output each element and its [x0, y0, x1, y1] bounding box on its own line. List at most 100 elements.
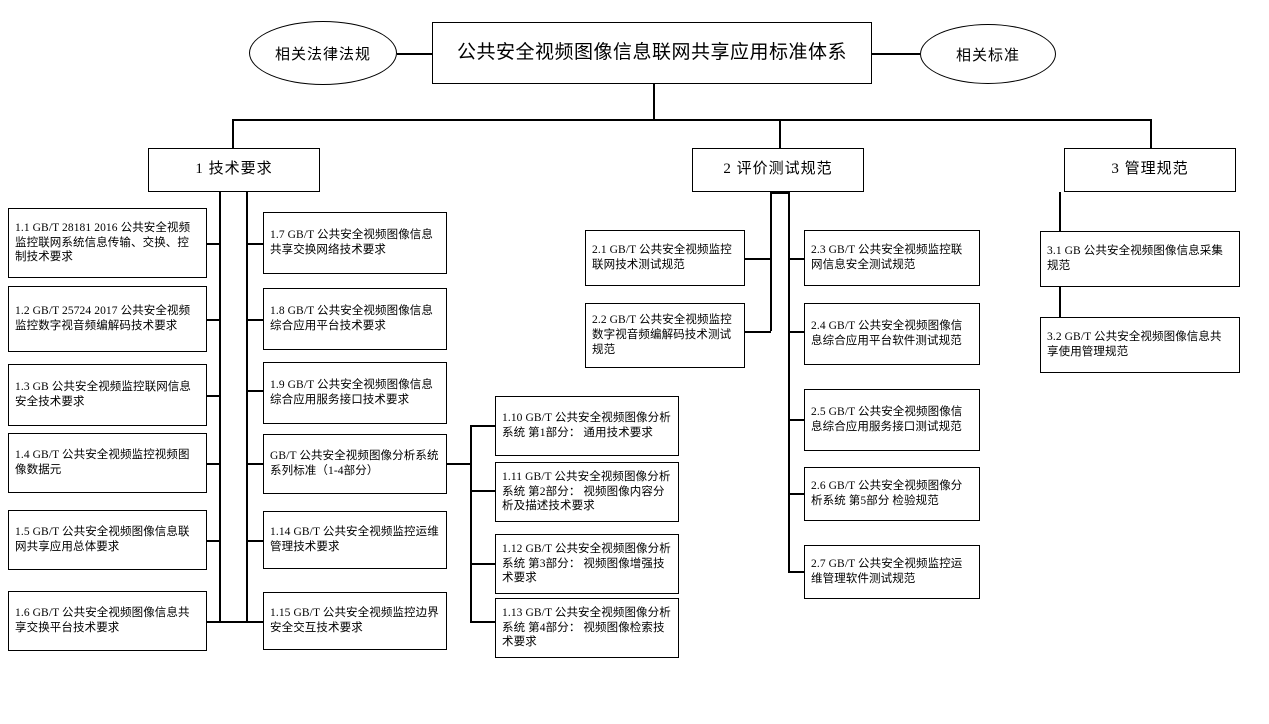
node-1-12[interactable]: 1.12 GB/T 公共安全视频图像分析系统 第3部分： 视频图像增强技术要求	[495, 534, 679, 594]
node-2-2-label: 2.2 GB/T 公共安全视频监控数字视音频编解码技术测试规范	[592, 314, 732, 356]
node-1-7[interactable]: 1.7 GB/T 公共安全视频图像信息共享交换网络技术要求	[263, 212, 447, 274]
connector-spine-col4	[770, 192, 772, 258]
node-1-4[interactable]: 1.4 GB/T 公共安全视频监控视频图像数据元	[8, 433, 207, 493]
node-1-5[interactable]: 1.5 GB/T 公共安全视频图像信息联网共享应用总体要求	[8, 510, 207, 570]
node-1-11[interactable]: 1.11 GB/T 公共安全视频图像分析系统 第2部分： 视频图像内容分析及描述…	[495, 462, 679, 522]
node-3-2[interactable]: 3.2 GB/T 公共安全视频图像信息共享使用管理规范	[1040, 317, 1240, 373]
node-branch-3[interactable]: 3 管理规范	[1064, 148, 1236, 192]
node-2-6[interactable]: 2.6 GB/T 公共安全视频图像分析系统 第5部分 检验规范	[804, 467, 980, 521]
node-1-5-label: 1.5 GB/T 公共安全视频图像信息联网共享应用总体要求	[15, 526, 190, 553]
connector-stub-1-4	[207, 463, 220, 465]
node-1-1-label: 1.1 GB/T 28181 2016 公共安全视频监控联网系统信息传输、交换、…	[15, 221, 191, 264]
node-3-2-label: 3.2 GB/T 公共安全视频图像信息共享使用管理规范	[1047, 331, 1222, 358]
node-2-5[interactable]: 2.5 GB/T 公共安全视频图像信息综合应用服务接口测试规范	[804, 389, 980, 451]
node-1-6-label: 1.6 GB/T 公共安全视频图像信息共享交换平台技术要求	[15, 607, 190, 634]
connector-stub-1-6	[207, 621, 220, 623]
node-1-15-label: 1.15 GB/T 公共安全视频监控边界安全交互技术要求	[270, 607, 439, 634]
node-1-14[interactable]: 1.14 GB/T 公共安全视频监控运维管理技术要求	[263, 511, 447, 569]
node-branch-2[interactable]: 2 评价测试规范	[692, 148, 864, 192]
node-1-10-label: 1.10 GB/T 公共安全视频图像分析系统 第1部分： 通用技术要求	[502, 412, 671, 439]
node-2-7-label: 2.7 GB/T 公共安全视频监控运维管理软件测试规范	[811, 558, 963, 585]
node-1-9-label: 1.9 GB/T 公共安全视频图像信息综合应用服务接口技术要求	[270, 379, 434, 406]
connector-spine-col5	[788, 192, 790, 572]
node-branch-2-label: 2 评价测试规范	[723, 161, 833, 178]
node-1-13[interactable]: 1.13 GB/T 公共安全视频图像分析系统 第4部分： 视频图像检索技术要求	[495, 598, 679, 658]
connector-stub-4-1	[745, 258, 771, 260]
node-2-2[interactable]: 2.2 GB/T 公共安全视频监控数字视音频编解码技术测试规范	[585, 303, 745, 368]
connector-stub-2-5	[246, 540, 263, 542]
node-1-3-label: 1.3 GB 公共安全视频监控联网信息安全技术要求	[15, 381, 191, 408]
connector-3-1-to-3-2	[1059, 287, 1061, 318]
connector-series-out	[447, 463, 471, 465]
node-1-14-label: 1.14 GB/T 公共安全视频监控运维管理技术要求	[270, 526, 439, 553]
node-1-12-label: 1.12 GB/T 公共安全视频图像分析系统 第3部分： 视频图像增强技术要求	[502, 542, 671, 585]
node-related-laws[interactable]: 相关法律法规	[249, 21, 397, 85]
connector-col3-spine	[470, 425, 472, 622]
node-1-4-label: 1.4 GB/T 公共安全视频监控视频图像数据元	[15, 449, 190, 476]
connector-stub-3-4	[470, 621, 495, 623]
node-1-15[interactable]: 1.15 GB/T 公共安全视频监控边界安全交互技术要求	[263, 592, 447, 650]
connector-stub-3-2	[470, 490, 495, 492]
node-branch-3-label: 3 管理规范	[1111, 161, 1189, 178]
connector-stub-5-4	[788, 493, 804, 495]
node-related-standards-label: 相关标准	[955, 47, 1020, 64]
node-related-standards[interactable]: 相关标准	[920, 24, 1056, 84]
connector-top-bus	[232, 119, 1151, 121]
node-1-13-label: 1.13 GB/T 公共安全视频图像分析系统 第4部分： 视频图像检索技术要求	[502, 606, 671, 649]
node-2-3-label: 2.3 GB/T 公共安全视频监控联网信息安全测试规范	[811, 244, 963, 271]
node-3-1-label: 3.1 GB 公共安全视频图像信息采集规范	[1047, 245, 1223, 272]
connector-stub-2-2	[246, 319, 263, 321]
node-2-7[interactable]: 2.7 GB/T 公共安全视频监控运维管理软件测试规范	[804, 545, 980, 599]
node-2-1[interactable]: 2.1 GB/T 公共安全视频监控联网技术测试规范	[585, 230, 745, 286]
connector-title-down	[653, 84, 655, 120]
connector-drop-branch-2	[779, 119, 781, 148]
node-1-3[interactable]: 1.3 GB 公共安全视频监控联网信息安全技术要求	[8, 364, 207, 426]
connector-stub-3-1	[470, 425, 495, 427]
node-1-8-label: 1.8 GB/T 公共安全视频图像信息综合应用平台技术要求	[270, 305, 434, 332]
connector-stub-4-2	[745, 331, 771, 333]
connector-stub-3-3	[470, 563, 495, 565]
node-branch-1[interactable]: 1 技术要求	[148, 148, 320, 192]
node-2-5-label: 2.5 GB/T 公共安全视频图像信息综合应用服务接口测试规范	[811, 406, 963, 433]
node-1-2[interactable]: 1.2 GB/T 25724 2017 公共安全视频监控数字视音频编解码技术要求	[8, 286, 207, 352]
node-1-7-label: 1.7 GB/T 公共安全视频图像信息共享交换网络技术要求	[270, 229, 434, 256]
node-series-1-4-label: GB/T 公共安全视频图像分析系统系列标准（1-4部分）	[270, 450, 439, 477]
node-1-10[interactable]: 1.10 GB/T 公共安全视频图像分析系统 第1部分： 通用技术要求	[495, 396, 679, 456]
connector-stub-2-6	[246, 621, 263, 623]
connector-left-ellipse	[397, 53, 435, 55]
connector-stub-2-1	[246, 243, 263, 245]
node-2-4[interactable]: 2.4 GB/T 公共安全视频图像信息综合应用平台软件测试规范	[804, 303, 980, 365]
node-series-1-4[interactable]: GB/T 公共安全视频图像分析系统系列标准（1-4部分）	[263, 434, 447, 494]
connector-spine-col1	[219, 188, 221, 622]
connector-stub-1-3	[207, 395, 220, 397]
node-1-9[interactable]: 1.9 GB/T 公共安全视频图像信息综合应用服务接口技术要求	[263, 362, 447, 424]
node-2-6-label: 2.6 GB/T 公共安全视频图像分析系统 第5部分 检验规范	[811, 480, 963, 507]
node-branch-1-label: 1 技术要求	[195, 161, 273, 178]
connector-col4-to-2-2	[770, 258, 772, 331]
node-1-6[interactable]: 1.6 GB/T 公共安全视频图像信息共享交换平台技术要求	[8, 591, 207, 651]
connector-branch2-base-right	[779, 192, 789, 194]
node-1-1[interactable]: 1.1 GB/T 28181 2016 公共安全视频监控联网系统信息传输、交换、…	[8, 208, 207, 278]
node-root-title-label: 公共安全视频图像信息联网共享应用标准体系	[456, 41, 847, 63]
connector-branch1-bottom	[219, 621, 247, 623]
connector-stub-5-1	[788, 258, 804, 260]
connector-spine-col2	[246, 188, 248, 622]
node-1-8[interactable]: 1.8 GB/T 公共安全视频图像信息综合应用平台技术要求	[263, 288, 447, 350]
node-related-laws-label: 相关法律法规	[274, 46, 371, 63]
connector-stub-1-2	[207, 319, 220, 321]
connector-stub-2-3	[246, 390, 263, 392]
node-1-2-label: 1.2 GB/T 25724 2017 公共安全视频监控数字视音频编解码技术要求	[15, 305, 191, 332]
connector-stub-2-4	[246, 463, 263, 465]
connector-stub-5-5	[788, 571, 804, 573]
connector-stub-1-1	[207, 243, 220, 245]
connector-right-ellipse	[872, 53, 920, 55]
node-root-title[interactable]: 公共安全视频图像信息联网共享应用标准体系	[432, 22, 872, 84]
node-2-3[interactable]: 2.3 GB/T 公共安全视频监控联网信息安全测试规范	[804, 230, 980, 286]
connector-drop-branch-3	[1150, 119, 1152, 148]
node-3-1[interactable]: 3.1 GB 公共安全视频图像信息采集规范	[1040, 231, 1240, 287]
node-1-11-label: 1.11 GB/T 公共安全视频图像分析系统 第2部分： 视频图像内容分析及描述…	[502, 470, 671, 513]
node-2-1-label: 2.1 GB/T 公共安全视频监控联网技术测试规范	[592, 244, 732, 271]
node-2-4-label: 2.4 GB/T 公共安全视频图像信息综合应用平台软件测试规范	[811, 320, 963, 347]
connector-drop-branch-1	[232, 119, 234, 148]
